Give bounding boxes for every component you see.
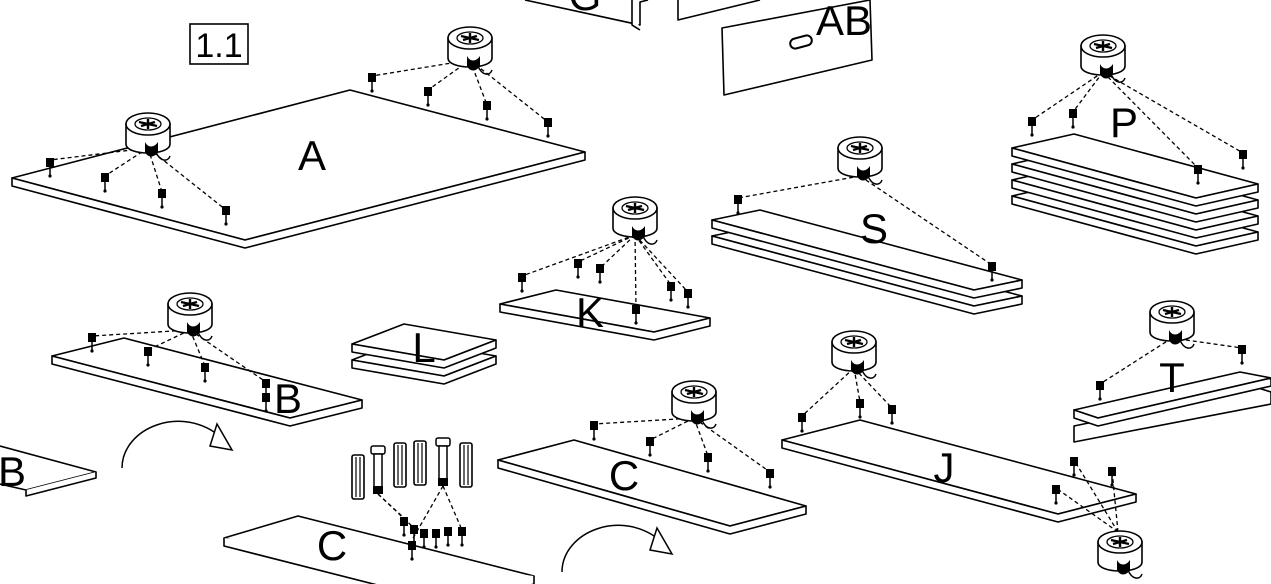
panel-p: P [1011,33,1259,255]
panel-label-p: P [1110,99,1138,146]
panel-label-l: L [412,324,435,371]
dowel-icon [413,440,427,486]
panel-k: K [499,195,711,341]
cam-lock-icon [1096,529,1144,580]
panel-j: J [781,329,1144,580]
panel-l: L [351,323,497,385]
dowel-icon [351,454,365,500]
cam-lock-icon [611,195,659,246]
dowel-icon [459,442,473,488]
panel-label-g: G [569,0,602,19]
panel-a: A [11,25,586,249]
panel-s: S [711,135,1023,315]
panel-label-a: A [298,132,326,179]
dowel-icon [393,442,407,488]
panel-c: C [497,379,807,535]
panel-label-s: S [860,205,888,252]
hardware-dowels [351,437,473,500]
cam-lock-icon [446,25,494,76]
cam-lock-icon [830,329,878,380]
panel-b: B [51,291,363,427]
panel-label-k: K [576,289,604,336]
panel-label-j: J [934,444,955,491]
connector-bolt-icon [370,445,386,495]
panel-g: G [524,0,649,31]
panel-ab: AB [677,0,873,96]
cam-lock-icon [166,291,214,342]
panel-label-t: T [1159,354,1185,401]
cam-lock-icon [1079,33,1127,84]
panel-label-ab: AB [816,0,872,44]
cam-lock-icon [1148,299,1196,350]
panel-label-c: C [609,452,639,499]
rotate-arrow-icon [121,420,233,469]
step-number: 1.1 [195,27,242,65]
panel-label-c-bottom: C [317,522,347,569]
panel-label-b-left: B [0,448,26,495]
connector-bolt-icon [435,437,451,487]
step-number-box: 1.1 [189,23,249,65]
cam-lock-icon [836,135,884,186]
panel-c-bottom: C [223,485,535,584]
panel-t: T [1073,299,1271,443]
cam-lock-icon [670,379,718,430]
rotate-arrow-icon [561,524,673,573]
panel-b-partial: B [0,445,97,497]
panel-label-b: B [274,375,302,422]
